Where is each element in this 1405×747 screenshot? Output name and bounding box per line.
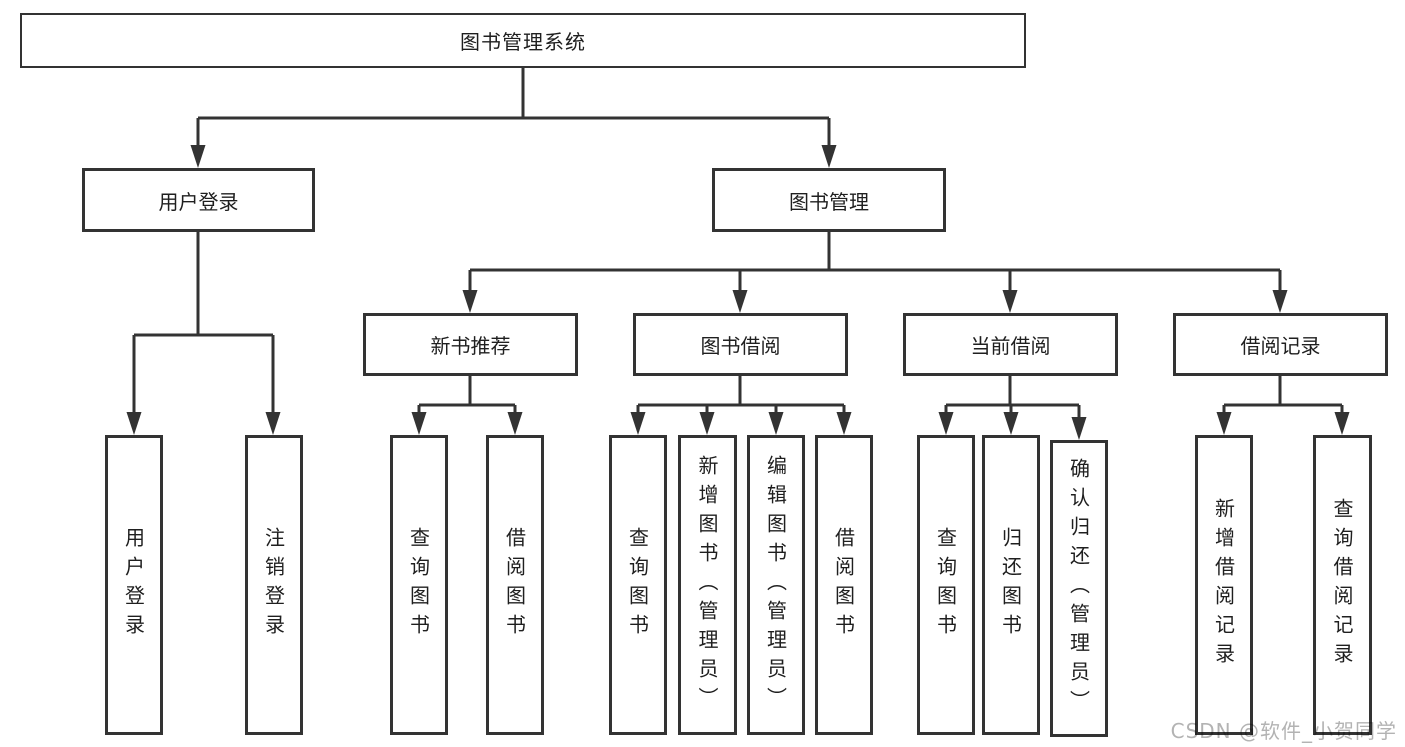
leaf-confirm-return-admin: 确认归还（管理员） — [1050, 440, 1108, 737]
leaf-return-books: 归还图书 — [982, 435, 1040, 735]
leaf-add-books-admin: 新增图书（管理员） — [678, 435, 737, 735]
node-book-borrow: 图书借阅 — [633, 313, 848, 376]
leaf-add-borrow-record: 新增借阅记录 — [1195, 435, 1253, 735]
leaf-edit-books-admin: 编辑图书（管理员） — [747, 435, 805, 735]
node-new-book-recommend: 新书推荐 — [363, 313, 578, 376]
leaf-recommend-query-books: 查询图书 — [390, 435, 448, 735]
leaf-user-login: 用户登录 — [105, 435, 163, 735]
node-current-borrow: 当前借阅 — [903, 313, 1118, 376]
arrowheads — [126, 145, 1350, 440]
node-book-management: 图书管理 — [712, 168, 946, 232]
csdn-watermark: CSDN @软件_小贺同学 — [1170, 719, 1397, 743]
node-borrow-records: 借阅记录 — [1173, 313, 1388, 376]
leaf-recommend-borrow-books: 借阅图书 — [486, 435, 544, 735]
leaf-query-borrow-record: 查询借阅记录 — [1313, 435, 1372, 735]
leaf-logout: 注销登录 — [245, 435, 303, 735]
leaf-borrow-books: 借阅图书 — [815, 435, 873, 735]
node-library-system: 图书管理系统 — [20, 13, 1026, 68]
node-user-login: 用户登录 — [82, 168, 315, 232]
leaf-borrow-query-books: 查询图书 — [609, 435, 667, 735]
leaf-current-query-books: 查询图书 — [917, 435, 975, 735]
